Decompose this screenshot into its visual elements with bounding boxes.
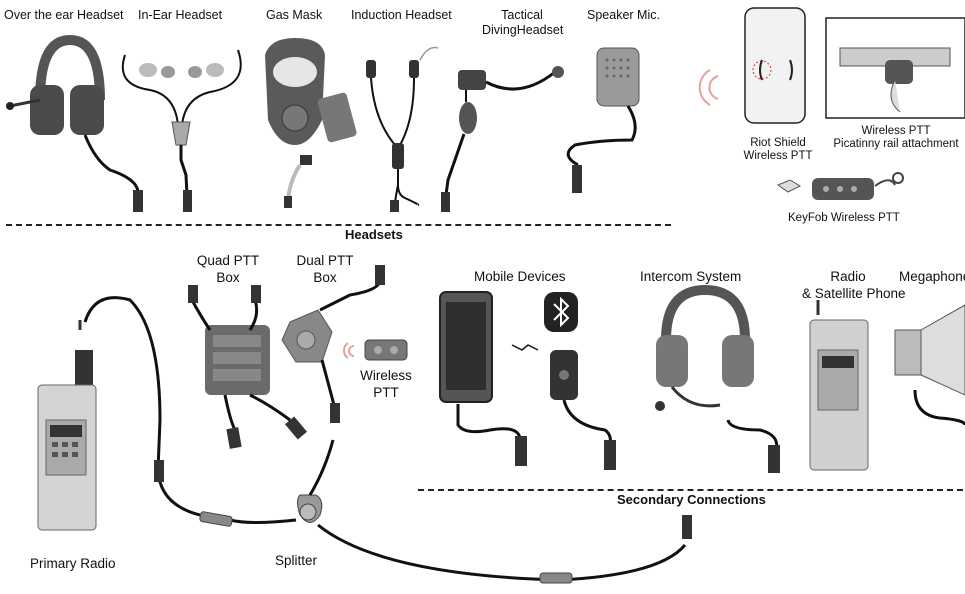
label-dual-line2: Box: [313, 270, 337, 285]
label-gas-mask: Gas Mask: [266, 8, 323, 22]
splitter-icon: [199, 439, 692, 584]
label-pica-line1: Wireless PTT: [861, 125, 931, 137]
label-tactical-line1: Tactical: [501, 8, 543, 22]
wireless-ptt-icon: [342, 339, 408, 361]
primary-radio-cable: [83, 296, 201, 517]
label-wireless-ptt: Wireless PTT: [355, 367, 417, 401]
label-radio-line2: & Satellite Phone: [802, 286, 906, 301]
label-riot-line2: Wireless PTT: [743, 150, 813, 162]
label-over-ear-headset: Over the ear Headset: [4, 8, 124, 22]
label-quad-line1: Quad PTT: [196, 253, 260, 268]
picatinny-rail-icon: [825, 17, 965, 119]
label-radio-line1: Radio: [830, 269, 866, 284]
tactical-headset-icon: [441, 66, 564, 212]
dual-ptt-box-icon: [281, 265, 385, 423]
keyfob-icon: [776, 172, 904, 200]
intercom-headset-icon: [655, 284, 780, 473]
label-dual-line1: Dual PTT: [296, 253, 354, 268]
bluetooth-icon: [544, 292, 578, 332]
headsets-divider: [6, 224, 671, 226]
label-intercom-system: Intercom System: [640, 269, 742, 284]
label-tactical-headset: Tactical DivingHeadset: [482, 8, 564, 38]
label-wireless-line1: Wireless: [360, 368, 412, 383]
label-megaphone: Megaphone: [899, 269, 965, 284]
satellite-phone-icon: [809, 300, 869, 471]
label-in-ear-headset: In-Ear Headset: [138, 8, 223, 22]
label-keyfob: KeyFob Wireless PTT: [788, 212, 900, 224]
section-title-secondary: Secondary Connections: [617, 492, 766, 507]
label-tactical-line2: DivingHeadset: [482, 23, 564, 37]
megaphone-icon: [894, 304, 965, 426]
secondary-divider: [418, 489, 963, 491]
in-ear-headset-icon: [121, 49, 242, 212]
over-ear-headset-icon: [6, 34, 143, 212]
label-quad-ptt-box: Quad PTT Box: [193, 252, 263, 286]
label-speaker-mic: Speaker Mic.: [587, 8, 660, 22]
remote-control-icon: [550, 350, 616, 470]
label-induction-headset: Induction Headset: [351, 8, 452, 22]
wireless-link-icon: [511, 344, 539, 351]
label-dual-ptt-box: Dual PTT Box: [290, 252, 360, 286]
label-pica-line2: Picatinny rail attachment: [833, 138, 959, 150]
riot-shield-icon: [698, 7, 806, 124]
speaker-mic-icon: [566, 47, 640, 193]
label-riot-line1: Riot Shield: [750, 137, 806, 149]
label-mobile-devices: Mobile Devices: [474, 269, 566, 284]
smartphone-icon: [439, 291, 527, 466]
primary-radio-icon: [37, 320, 97, 531]
label-riot-shield: Riot Shield Wireless PTT: [742, 137, 814, 163]
label-primary-radio: Primary Radio: [30, 556, 116, 571]
gas-mask-icon: [265, 38, 357, 208]
label-radio-satellite: Radio & Satellite Phone: [802, 268, 906, 302]
label-quad-line2: Box: [216, 270, 240, 285]
section-title-headsets: Headsets: [345, 227, 403, 242]
induction-headset-icon: [366, 46, 439, 212]
label-splitter: Splitter: [275, 553, 318, 568]
label-picatinny: Wireless PTT Picatinny rail attachment: [830, 125, 962, 151]
label-wireless-line2: PTT: [373, 385, 399, 400]
quad-ptt-box-icon: [188, 285, 308, 449]
